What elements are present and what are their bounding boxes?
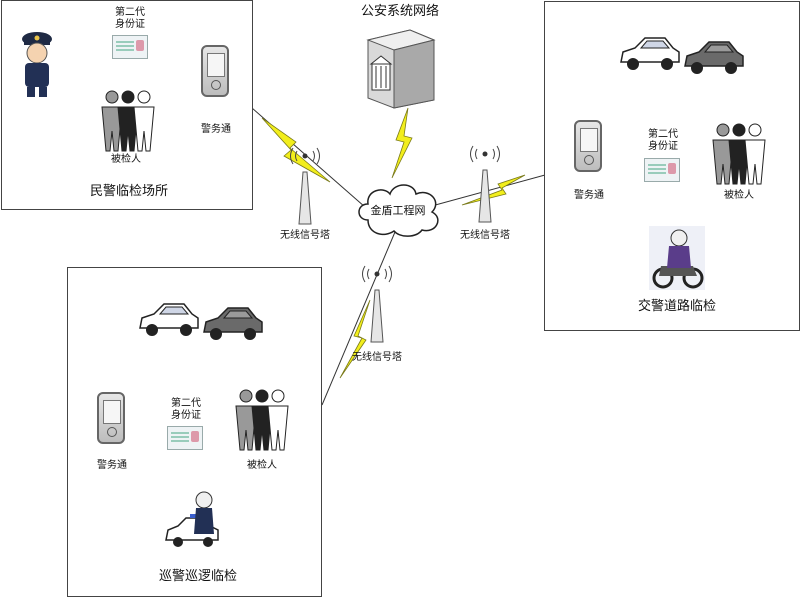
person-label: 被检人 — [111, 154, 141, 165]
lightning-bolt — [461, 174, 526, 206]
panel-title: 巡警巡逻临检 — [158, 569, 237, 584]
white-car-icon — [139, 303, 199, 336]
device-label: 警务通 — [574, 190, 604, 201]
id-card-label: 第二代 身份证 — [115, 7, 145, 30]
link-patrol-cloud — [321, 231, 396, 406]
id-card-icon — [644, 158, 680, 182]
patrol-car-police-icon — [165, 491, 219, 547]
pda-device-icon — [97, 392, 125, 444]
pda-device-icon — [201, 45, 229, 97]
device-label: 警务通 — [201, 124, 231, 135]
person-label: 被检人 — [724, 190, 754, 201]
tower-label: 无线信号塔 — [460, 230, 510, 241]
server-building-icon — [366, 29, 436, 109]
lightning-bolt — [339, 299, 371, 379]
dark-car-icon — [203, 307, 263, 340]
cloud-label: 金盾工程网 — [370, 204, 426, 217]
signal-tower-icon — [470, 145, 500, 223]
id-card-label: 第二代 身份证 — [171, 398, 201, 421]
person-label: 被检人 — [247, 460, 277, 471]
panel-title: 民警临检场所 — [89, 184, 168, 199]
tower-label: 无线信号塔 — [280, 230, 330, 241]
panel-checkpoint: 第二代 身份证 被检人 警务通 民警临检场所 — [1, 0, 253, 210]
motorcycle-police-icon — [649, 226, 705, 290]
panel-title: 交警道路临检 — [637, 299, 716, 314]
panel-traffic: 警务通 第二代 身份证 被检人 交警道路临检 — [544, 1, 800, 331]
id-card-icon — [167, 426, 203, 450]
people-group-icon — [712, 123, 766, 185]
id-card-icon — [112, 35, 148, 59]
police-officer-icon — [22, 32, 52, 97]
tower-label: 无线信号塔 — [352, 352, 402, 363]
lightning-bolt — [391, 107, 413, 179]
pda-device-icon — [574, 120, 602, 172]
lightning-bolt — [261, 117, 331, 183]
network-cloud-icon — [358, 184, 439, 237]
device-label: 警务通 — [97, 460, 127, 471]
panel-patrol: 警务通 第二代 身份证 被检人 巡警巡逻临检 — [67, 267, 322, 597]
signal-tower-icon — [362, 265, 392, 343]
people-group-icon — [101, 90, 155, 152]
public-security-network-label: 公安系统网络 — [360, 4, 439, 19]
white-car-icon — [620, 37, 680, 70]
id-card-label: 第二代 身份证 — [648, 129, 678, 152]
signal-tower-icon — [290, 147, 320, 225]
people-group-icon — [235, 389, 289, 451]
dark-car-icon — [684, 41, 744, 74]
